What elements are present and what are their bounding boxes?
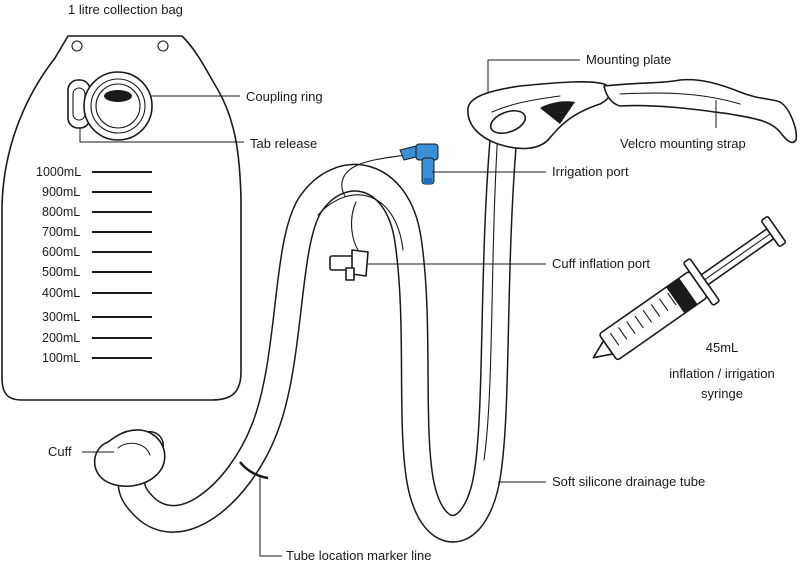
syringe-label-line-1: 45mL: [706, 340, 739, 355]
velcro-strap: [603, 78, 798, 144]
graduation-label: 1000mL: [36, 165, 81, 179]
bag-label: 1 litre collection bag: [68, 2, 183, 17]
cuff-label: Cuff: [48, 444, 72, 459]
graduation-label: 400mL: [42, 286, 80, 300]
velcro-strap-label: Velcro mounting strap: [620, 136, 746, 151]
marker-line-label: Tube location marker line: [286, 548, 431, 562]
mounting-plate: [467, 81, 612, 150]
graduation-label: 100mL: [42, 351, 80, 365]
leader-lines: [79, 59, 717, 557]
graduation-label: 700mL: [42, 225, 80, 239]
graduation-label: 300mL: [42, 310, 80, 324]
irrigation-port: [399, 143, 439, 185]
graduation-label: 500mL: [42, 265, 80, 279]
cuff-inflation-port-label: Cuff inflation port: [552, 256, 650, 271]
graduation-label: 600mL: [42, 245, 80, 259]
drainage-tube: [117, 106, 519, 543]
syringe-label-line-3: syringe: [701, 386, 743, 401]
coupling-ring: [83, 71, 153, 141]
cuff-inflation-port: [329, 249, 369, 281]
drainage-tube-label: Soft silicone drainage tube: [552, 474, 705, 489]
graduation-scale: 1000mL 900mL 800mL 700mL 600mL 500mL 400…: [36, 165, 152, 365]
tube-marker-line: [239, 461, 269, 480]
irrigation-line: [341, 154, 407, 197]
mounting-plate-label: Mounting plate: [586, 52, 671, 67]
collection-bag: [1, 35, 242, 401]
graduation-label: 200mL: [42, 331, 80, 345]
irrigation-port-label: Irrigation port: [552, 164, 629, 179]
syringe: [592, 216, 787, 361]
graduation-label: 900mL: [42, 185, 80, 199]
tab-release-label: Tab release: [250, 136, 317, 151]
graduation-label: 800mL: [42, 205, 80, 219]
syringe-label-line-2: inflation / irrigation: [669, 366, 775, 381]
cuff-inflation-line: [350, 201, 359, 251]
cuff: [93, 429, 166, 488]
coupling-ring-label: Coupling ring: [246, 89, 323, 104]
